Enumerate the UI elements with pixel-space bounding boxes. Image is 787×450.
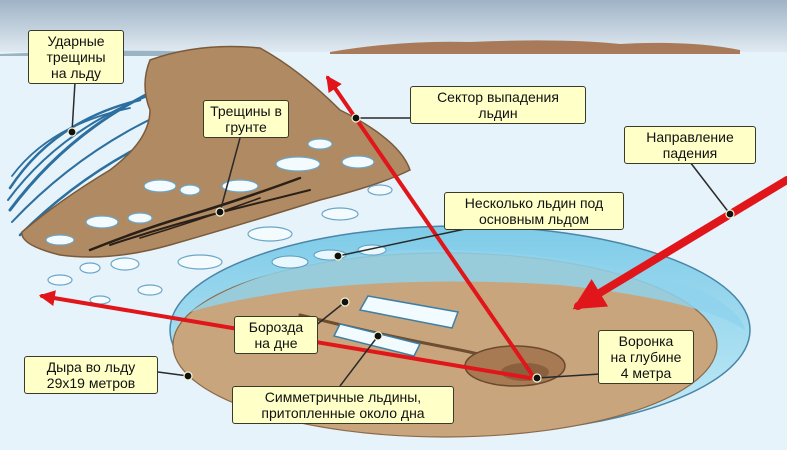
label-impact-cracks-line-2: трещины — [46, 49, 106, 65]
arrow-fall-sector — [326, 75, 535, 378]
label-crater-line-2: на глубине — [610, 349, 682, 365]
label-crater-line-1: Воронка — [618, 333, 674, 349]
label-fall-sector-line-2: льдин — [478, 105, 518, 121]
label-bottom-groove: Борозда на дне — [234, 316, 318, 354]
label-fall-sector-line-1: Сектор выпадения — [437, 89, 559, 105]
label-ground-cracks-line-2: грунте — [225, 119, 267, 135]
label-bottom-groove-line-1: Борозда — [248, 319, 304, 335]
label-impact-cracks-line-3: на льду — [50, 65, 102, 81]
label-ground-cracks-line-1: Трещины в — [210, 103, 282, 119]
label-symmetric-floes: Симметричные льдины, притопленные около … — [232, 386, 454, 424]
ground-strip — [21, 45, 411, 258]
label-fall-direction: Направление падения — [624, 126, 756, 164]
label-crater: Воронка на глубине 4 метра — [598, 330, 694, 384]
label-impact-cracks: Ударные трещины на льду — [28, 30, 124, 84]
distant-mountain — [330, 40, 740, 54]
leader-lines — [71, 81, 731, 387]
label-ice-hole-line-2: 29x19 метров — [46, 375, 136, 391]
label-floes-under-ice: Несколько льдин под основным льдом — [444, 192, 624, 230]
label-fall-sector: Сектор выпадения льдин — [410, 86, 586, 124]
label-bottom-groove-line-2: на дне — [254, 335, 298, 351]
label-fall-direction-line-2: падения — [662, 145, 718, 161]
label-floes-under-ice-line-1: Несколько льдин под — [464, 195, 604, 211]
ice-floes — [45, 138, 393, 305]
label-ice-hole: Дыра во льду 29x19 метров — [24, 356, 158, 394]
ground-crack-lines — [88, 176, 311, 252]
symmetric-floe-1 — [358, 295, 460, 329]
water-edge — [190, 249, 745, 330]
label-impact-cracks-line-1: Ударные — [47, 33, 105, 49]
leader-dots — [67, 113, 735, 383]
label-crater-line-3: 4 метра — [620, 365, 672, 381]
label-ground-cracks: Трещины в грунте — [203, 100, 289, 138]
label-fall-direction-line-1: Направление — [646, 129, 734, 145]
label-symmetric-floes-line-2: притопленные около дна — [261, 405, 425, 421]
label-floes-under-ice-line-2: основным льдом — [478, 211, 590, 227]
arrow-fall-direction — [572, 176, 787, 310]
label-ice-hole-line-1: Дыра во льду — [46, 359, 136, 375]
label-symmetric-floes-line-1: Симметричные льдины, — [264, 389, 422, 405]
